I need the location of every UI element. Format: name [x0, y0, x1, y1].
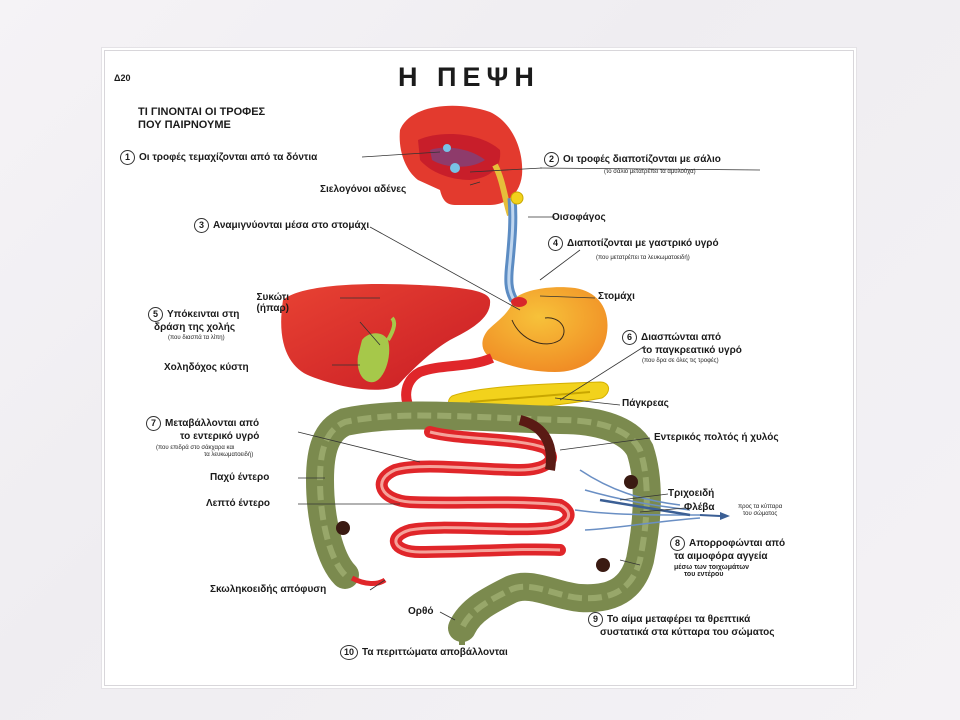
step-3-label: 3 Αναμιγνύονται μέσα στο στομάχι [194, 218, 369, 233]
pancreas-label: Πάγκρεας [622, 398, 669, 409]
step-10-number: 10 [340, 645, 358, 660]
step-1-text: Οι τροφές τεμαχίζονται από τα δόντια [139, 152, 318, 163]
step-10-label: 10 Τα περιττώματα αποβάλλονται [340, 645, 508, 660]
step-5-number: 5 [148, 307, 163, 322]
step-6-label: 6 Διασπώνται από το παγκρεατικό υγρό (που… [622, 330, 742, 365]
gallbladder-shape [357, 333, 390, 383]
large-intestine-label: Παχύ έντερο [210, 472, 270, 483]
stomach-shape [482, 287, 608, 372]
step-9-number: 9 [588, 612, 603, 627]
liver-label: Συκώτι (ήπαρ) [245, 292, 289, 314]
step-5-text-2: δράση της χολής [154, 322, 236, 333]
step-8-note: μέσω των τοιχωμάτων [674, 564, 750, 571]
step-4-number: 4 [548, 236, 563, 251]
step-5-note: (που διασπά τα λίπη) [168, 335, 225, 341]
vein-label: Φλέβα [684, 502, 715, 513]
liver-alt-name: (ήπαρ) [256, 303, 289, 314]
small-intestine-label: Λεπτό έντερο [206, 498, 270, 509]
step-6-text-2: το παγκρεατικό υγρό [642, 345, 742, 356]
step-3-number: 3 [194, 218, 209, 233]
step-7-label: 7 Μεταβάλλονται από το εντερικό υγρό (που… [146, 416, 259, 459]
head-mouth [399, 105, 523, 216]
salivary-glands-label: Σιελογόνοι αδένες [320, 184, 407, 195]
step-7-note: (που επιδρά στο σάκχαρα και [156, 445, 235, 451]
gallbladder-label: Χοληδόχος κύστη [164, 362, 249, 373]
appendix-label: Σκωληκοειδής απόφυση [210, 584, 327, 595]
step-2-label: 2 Οι τροφές διαποτίζονται με σάλιο (το σά… [544, 152, 721, 176]
step-5-text: Υπόκεινται στη [167, 309, 240, 320]
step-2-note: (το σάλιο μετατρέπει τα αμυλούχα) [604, 169, 696, 175]
to-cells-label: προς τα κύτταρα του σώματος [738, 504, 782, 518]
step-8-note-2: του εντέρου [684, 571, 724, 578]
step-7-text-2: το εντερικό υγρό [180, 431, 260, 442]
rectum-label: Ορθό [408, 606, 434, 617]
step-7-number: 7 [146, 416, 161, 431]
poster-title: Η ΠΕΨΗ [398, 62, 540, 92]
subtitle-line-2: ΠΟΥ ΠΑΙΡΝΟΥΜΕ [138, 119, 231, 131]
step-4-label: 4 Διαποτίζονται με γαστρικό υγρό (που μετ… [548, 236, 719, 262]
small-intestine [375, 426, 575, 559]
step-8-text: Απορροφώνται από [689, 538, 786, 549]
chyle-label: Εντερικός πολτός ή χυλός [654, 432, 779, 443]
step-6-number: 6 [622, 330, 637, 345]
liver-name: Συκώτι [256, 292, 289, 303]
step-4-note: (που μετατρέπει τα λευκωματοειδή) [596, 255, 690, 261]
step-1-label: 1 Οι τροφές τεμαχίζονται από τα δόντια [120, 150, 317, 165]
step-5-label: 5 Υπόκεινται στη δράση της χολής (που δια… [148, 307, 239, 342]
step-8-label: 8 Απορροφώνται από τα αιμοφόρα αγγεία μέσ… [670, 536, 785, 578]
capillaries-label: Τριχοειδή [668, 488, 715, 499]
step-6-note: (που δρα σε όλες τις τροφές) [642, 358, 719, 364]
step-3-text: Αναμιγνύονται μέσα στο στομάχι [213, 220, 370, 231]
poster-code: Δ20 [114, 73, 131, 83]
step-9-label: 9 Το αίμα μεταφέρει τα θρεπτικά συστατικά… [588, 612, 774, 638]
step-8-text-2: τα αιμοφόρα αγγεία [674, 551, 768, 562]
poster-subtitle: ΤΙ ΓΙΝΟΝΤΑΙ ΟΙ ΤΡΟΦΕΣ ΠΟΥ ΠΑΙΡΝΟΥΜΕ [138, 106, 265, 132]
esophagus-label: Οισοφάγος [552, 212, 606, 223]
small-intestine-inner [380, 430, 571, 554]
liver-shape [281, 283, 491, 390]
stomach-label: Στομάχι [598, 291, 635, 302]
step-2-number: 2 [544, 152, 559, 167]
step-7-note-2: τα λευκωματοειδή) [204, 452, 254, 458]
step-2-text: Οι τροφές διαποτίζονται με σάλιο [563, 154, 721, 165]
step-7-text: Μεταβάλλονται από [165, 418, 260, 429]
step-1-number: 1 [120, 150, 135, 165]
step-6-text: Διασπώνται από [641, 332, 722, 343]
to-cells-line-2: του σώματος [742, 511, 778, 517]
step-8-number: 8 [670, 536, 685, 551]
step-9-text-2: συστατικά στα κύτταρα του σώματος [600, 627, 775, 638]
step-4-text: Διαποτίζονται με γαστρικό υγρό [567, 238, 719, 249]
subtitle-line-1: ΤΙ ΓΙΝΟΝΤΑΙ ΟΙ ΤΡΟΦΕΣ [138, 106, 266, 118]
step-9-text: Το αίμα μεταφέρει τα θρεπτικά [607, 614, 751, 625]
to-cells-line-1: προς τα κύτταρα [738, 504, 783, 510]
step-10-text: Τα περιττώματα αποβάλλονται [362, 647, 508, 658]
